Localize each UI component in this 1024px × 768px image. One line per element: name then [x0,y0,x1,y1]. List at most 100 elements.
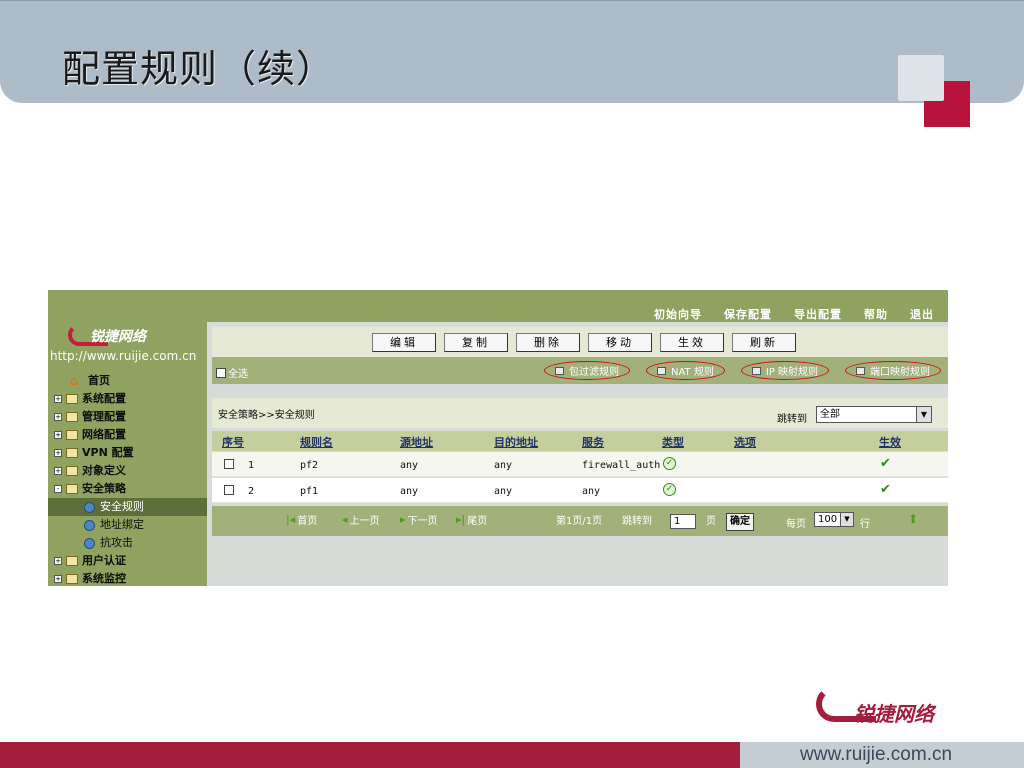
tree-item-label: 地址绑定 [100,518,144,531]
prev-page-label: 上一页 [349,516,380,527]
confirm-button[interactable]: 确定 [726,513,754,531]
tree-item-anti-attack[interactable]: 抗攻击 [54,534,207,552]
tree-item-system-monitor[interactable]: + 系统监控 [54,570,207,586]
folder-icon [66,412,78,422]
copy-button[interactable]: 复制 [444,333,508,352]
select-all-checkbox[interactable] [216,367,226,378]
tab-port-mapping-rules[interactable]: 端口映射规则 [845,361,942,380]
tab-nat-rules[interactable]: NAT 规则 [646,361,725,380]
first-page-link[interactable]: |◂ 首页 [286,512,317,527]
cell-destination: any [494,460,513,471]
chevron-down-icon[interactable]: ▼ [840,513,853,526]
scroll-top-icon[interactable]: ⬆ [908,512,919,526]
tree-item-user-auth[interactable]: + 用户认证 [54,552,207,570]
tree-item-management-config[interactable]: + 管理配置 [54,408,207,426]
logo-swoosh-icon [68,324,108,346]
nav-help[interactable]: 帮助 [864,308,888,321]
select-all[interactable]: 全选 [216,365,248,380]
page-unit-label: 页 [706,516,716,527]
col-header-rule-name[interactable]: 规则名 [300,436,333,449]
nav-save-config[interactable]: 保存配置 [724,308,772,321]
next-page-link[interactable]: ▸ 下一页 [400,512,438,527]
select-all-label: 全选 [228,369,248,380]
refresh-button[interactable]: 刷新 [732,333,796,352]
table-row[interactable]: 2 pf1 any any any ✓ ✔ [212,478,948,503]
tree-item-system-config[interactable]: + 系统配置 [54,390,207,408]
expand-icon[interactable]: + [54,575,62,583]
chevron-down-icon[interactable]: ▼ [916,407,931,422]
rule-list-icon [751,366,761,375]
expand-icon[interactable]: + [54,431,62,439]
breadcrumb: 安全策略>>安全规则 [218,410,315,421]
expand-icon[interactable]: + [54,557,62,565]
nav-logout[interactable]: 退出 [910,308,934,321]
expand-icon[interactable]: + [54,467,62,475]
cell-source: any [400,460,419,471]
effective-check-icon: ✔ [880,456,891,471]
tree-item-vpn-config[interactable]: + VPN 配置 [54,444,207,462]
tree-item-label: 系统配置 [82,392,126,405]
decorative-grey-square [898,55,944,101]
tab-packet-filter-rules[interactable]: 包过滤规则 [544,361,630,380]
col-header-source[interactable]: 源地址 [400,436,433,449]
tree-item-home[interactable]: ⌂ 首页 [54,372,207,390]
tree-item-network-config[interactable]: + 网络配置 [54,426,207,444]
col-header-service[interactable]: 服务 [582,436,604,449]
delete-button[interactable]: 删除 [516,333,580,352]
col-header-no[interactable]: 序号 [222,436,244,449]
footer-grey-band [740,742,1024,768]
col-header-options[interactable]: 选项 [734,436,756,449]
tree-item-label: 网络配置 [82,428,126,441]
expand-icon[interactable]: + [54,395,62,403]
col-header-destination[interactable]: 目的地址 [494,436,538,449]
top-nav: 初始向导 保存配置 导出配置 帮助 退出 [654,306,934,322]
tree-item-security-rules[interactable]: 安全规则 [48,498,207,516]
cell-no: 1 [248,460,255,471]
nav-setup-wizard[interactable]: 初始向导 [654,308,702,321]
page-icon [84,537,95,549]
rule-tabs: 包过滤规则 NAT 规则 IP 映射规则 端口映射规则 [544,361,942,380]
tab-label: 包过滤规则 [569,367,619,378]
move-button[interactable]: 移动 [588,333,652,352]
effective-check-icon: ✔ [880,482,891,497]
nav-export-config[interactable]: 导出配置 [794,308,842,321]
prev-page-icon: ◂ [342,513,348,526]
page-icon [84,501,95,513]
row-checkbox[interactable] [224,459,234,469]
collapse-icon[interactable]: - [54,485,62,493]
brand-logo-text: 锐捷网络 [854,702,934,726]
per-page-select[interactable]: 100 ▼ [814,512,854,527]
folder-icon [66,574,78,584]
rule-type-bar: 全选 包过滤规则 NAT 规则 IP 映射规则 端口映射规则 [212,357,948,384]
tree-item-label: 安全策略 [82,482,126,495]
tree-item-address-binding[interactable]: 地址绑定 [54,516,207,534]
footer-url: www.ruijie.com.cn [800,744,953,765]
expand-icon[interactable]: + [54,449,62,457]
brand-swoosh-icon [816,686,876,722]
tree-item-label: 系统监控 [82,572,126,585]
rule-list-icon [657,366,666,375]
col-header-type[interactable]: 类型 [662,436,684,449]
cell-no: 2 [248,486,255,497]
expand-icon[interactable]: + [54,413,62,421]
last-page-link[interactable]: ▸| 尾页 [456,512,487,527]
pagination-bar: |◂ 首页 ◂ 上一页 ▸ 下一页 ▸| 尾页 第1页/1页 跳转到 1 页 确… [212,506,948,536]
allow-type-icon: ✓ [663,457,676,470]
folder-icon [66,556,78,566]
app-logo: 锐捷网络 [68,324,188,346]
col-header-effective[interactable]: 生效 [879,436,901,449]
goto-page-input[interactable]: 1 [670,514,696,529]
apply-button[interactable]: 生效 [660,333,724,352]
edit-button[interactable]: 编辑 [372,333,436,352]
tree-item-security-policy[interactable]: - 安全策略 [54,480,207,498]
page-info: 第1页/1页 [556,516,603,527]
tree-item-object-definition[interactable]: + 对象定义 [54,462,207,480]
cell-service: any [582,486,601,497]
row-checkbox[interactable] [224,485,234,495]
tab-ip-mapping-rules[interactable]: IP 映射规则 [740,361,830,380]
table-row[interactable]: 1 pf2 any any firewall_auth ✓ ✔ [212,452,948,477]
slide-header [0,0,1024,103]
jump-to-select[interactable]: 全部 ▼ [816,406,932,423]
prev-page-link[interactable]: ◂ 上一页 [342,512,380,527]
rule-list-icon [555,366,564,375]
